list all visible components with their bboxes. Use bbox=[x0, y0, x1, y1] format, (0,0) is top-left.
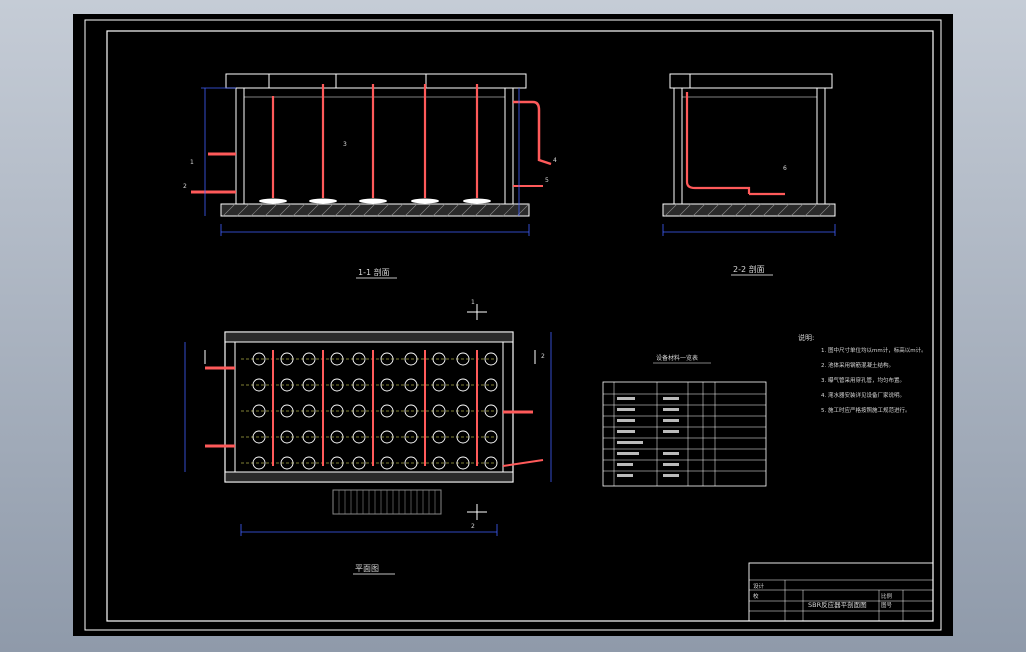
s1-right-wall bbox=[504, 87, 514, 205]
inner-frame bbox=[106, 30, 934, 622]
plan-label: 平面图 bbox=[355, 564, 379, 573]
title-block-drawing-name: SBR反应器平剖面图 bbox=[808, 600, 867, 609]
s2-aeration-pipe bbox=[685, 92, 751, 194]
plan-outlet-pipe bbox=[502, 459, 544, 467]
equipment-table: 设备材料一览表 bbox=[602, 354, 767, 487]
note-1: 1. 图中尺寸单位均以mm计，标高以m计。 bbox=[821, 346, 927, 354]
title-block-scale: 比例 bbox=[881, 592, 893, 600]
plan-grid bbox=[241, 358, 497, 464]
cad-viewport[interactable]: 1-1 剖面 2-2 剖面 bbox=[73, 14, 953, 636]
plan-inner-wall bbox=[234, 341, 504, 473]
outer-frame bbox=[84, 19, 942, 631]
section-1-1: 1-1 剖面 bbox=[191, 73, 552, 279]
section-mark-top: 1 bbox=[471, 299, 475, 306]
s1-diffusers bbox=[259, 198, 491, 204]
plan-view: 1 2 2 平面图 bbox=[184, 299, 552, 575]
plan-diffusers bbox=[252, 352, 498, 470]
s1-left-wall bbox=[235, 87, 245, 205]
callout-6: 6 bbox=[783, 165, 787, 172]
s2-dimensions bbox=[662, 224, 836, 236]
section-cut-marks bbox=[204, 304, 536, 520]
note-2: 2. 池体采用钢筋混凝土结构。 bbox=[821, 361, 894, 369]
s1-dimensions bbox=[201, 87, 530, 236]
plan-outer-wall bbox=[224, 331, 514, 483]
cad-drawing: 1-1 剖面 2-2 剖面 bbox=[84, 19, 942, 631]
title-block: 设计 校 SBR反应器平剖面图 比例 图号 bbox=[748, 562, 934, 622]
s2-left-wall bbox=[673, 87, 683, 205]
callout-3: 3 bbox=[343, 141, 347, 148]
note-4: 4. 滗水器安装详见设备厂家说明。 bbox=[821, 391, 905, 399]
table-title: 设备材料一览表 bbox=[656, 354, 698, 362]
section-mark-bottom: 2 bbox=[471, 523, 475, 530]
note-3: 3. 曝气管采用穿孔管，均匀布置。 bbox=[821, 376, 905, 384]
s2-right-wall bbox=[816, 87, 826, 205]
callout-5: 5 bbox=[545, 177, 549, 184]
title-block-drawing-no: 图号 bbox=[881, 601, 893, 609]
section-2-label: 2-2 剖面 bbox=[733, 264, 765, 274]
s1-aeration-pipes bbox=[271, 84, 479, 198]
section-2-2: 2-2 剖面 bbox=[662, 73, 836, 276]
s1-decanter-pipe bbox=[513, 100, 552, 166]
title-block-checker: 校 bbox=[753, 592, 759, 600]
s1-walkway bbox=[225, 73, 527, 89]
title-block-designer: 设计 bbox=[753, 582, 765, 590]
notes-heading: 说明: bbox=[798, 333, 814, 342]
section-1-label: 1-1 剖面 bbox=[358, 267, 390, 277]
notes: 说明: 1. 图中尺寸单位均以mm计，标高以m计。 2. 池体采用钢筋混凝土结构… bbox=[798, 333, 927, 414]
callout-1: 1 bbox=[190, 159, 194, 166]
plan-air-headers bbox=[272, 350, 478, 466]
s2-walkway bbox=[669, 73, 833, 89]
callout-2: 2 bbox=[183, 183, 187, 190]
callout-4: 4 bbox=[553, 157, 557, 164]
plan-dimensions bbox=[184, 332, 552, 536]
note-5: 5. 施工时应严格按照施工规范进行。 bbox=[821, 406, 911, 414]
callouts: 1 2 3 4 5 6 bbox=[183, 141, 787, 190]
section-mark-right: 2 bbox=[541, 353, 545, 360]
